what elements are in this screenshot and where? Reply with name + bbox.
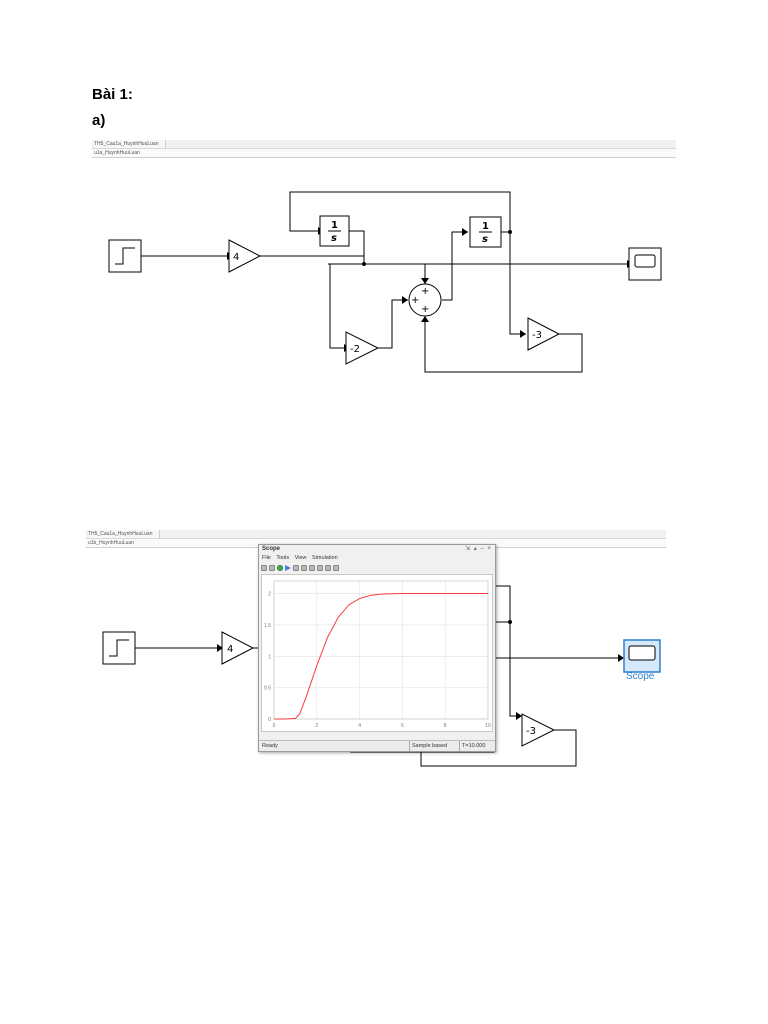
- step-icon[interactable]: [108, 239, 142, 273]
- integrator-denominator: s: [331, 233, 337, 244]
- scope-status-bar: Ready Sample based T=10.000: [259, 740, 495, 751]
- gain-label: -3: [526, 726, 536, 737]
- gain-block-minus-3[interactable]: -3: [521, 713, 556, 747]
- x-tick-label: 6: [401, 723, 404, 729]
- x-tick-label: 8: [444, 723, 447, 729]
- scope-icon[interactable]: [628, 247, 662, 281]
- menu-view[interactable]: View: [294, 555, 307, 561]
- scope-window[interactable]: Scope ⇲ ▴ ‒ × File Tools View Simulation…: [258, 544, 496, 752]
- status-mode: Sample based: [409, 741, 447, 751]
- model-tab[interactable]: TH5_Cau1a_HuynhHuuLuan: [88, 530, 160, 538]
- breadcrumb: u1a_HuynhHuuLuan: [92, 149, 676, 158]
- subsection-heading: a): [92, 112, 106, 129]
- autoscale-icon[interactable]: [317, 564, 323, 571]
- edit-icon[interactable]: [333, 564, 339, 571]
- menu-tools[interactable]: Tools: [276, 555, 290, 561]
- sum-sign-left: +: [411, 295, 419, 306]
- integrator-block-1[interactable]: 1 s: [319, 215, 350, 247]
- integrator-numerator: 1: [331, 220, 338, 231]
- gain-block-4[interactable]: 4: [221, 631, 255, 665]
- breadcrumb-label[interactable]: u1b_HuynhHuuLuan: [88, 540, 134, 546]
- x-tick-label: 4: [358, 723, 361, 729]
- breadcrumb-label[interactable]: u1a_HuynhHuuLuan: [94, 150, 140, 156]
- status-time: T=10.000: [459, 741, 485, 751]
- sum-sign-top: +: [421, 286, 429, 297]
- window-controls[interactable]: ⇲ ▴ ‒ ×: [465, 546, 492, 552]
- settings-icon[interactable]: [261, 564, 267, 571]
- plot-frame: [273, 580, 489, 720]
- cursor-icon[interactable]: [325, 564, 331, 571]
- scope-chart: 0 2 4 6 8 10 0 0.5 1 1.5 2: [264, 580, 491, 729]
- block-diagram: 4 -3: [102, 585, 661, 767]
- scope-block-label: Scope: [626, 671, 655, 682]
- status-ready: Ready: [262, 743, 278, 749]
- gain-block-minus-3[interactable]: -3: [527, 317, 561, 351]
- section-heading: Bài 1:: [92, 86, 133, 103]
- block-diagram: 4 1 s 1 s + + + -2 -3: [108, 191, 662, 373]
- gain-label: 4: [227, 644, 233, 655]
- sum-sign-bottom: +: [421, 304, 429, 315]
- x-tick-label: 10: [485, 723, 491, 729]
- menu-file[interactable]: File: [262, 555, 271, 561]
- gain-label: -2: [350, 344, 360, 355]
- model-tab[interactable]: TH5_Cau1a_HuynhHuuLuan: [94, 140, 166, 148]
- model-tab-bar: TH5_Cau1a_HuynhHuuLuan: [92, 140, 676, 149]
- scope-plot-area: 0 2 4 6 8 10 0 0.5 1 1.5 2: [261, 574, 493, 732]
- gain-block-minus-2[interactable]: -2: [345, 331, 380, 365]
- x-tick-label: 0: [273, 723, 276, 729]
- play-icon[interactable]: [285, 564, 291, 571]
- y-tick-label: 2: [268, 592, 271, 598]
- gain-block-4[interactable]: 4: [228, 239, 262, 273]
- gain-label: -3: [532, 330, 542, 341]
- scope-toolbar: [261, 563, 493, 572]
- series-line: [274, 593, 488, 720]
- integrator-denominator: s: [482, 234, 488, 245]
- highlight-icon[interactable]: [301, 564, 307, 571]
- integrator-numerator: 1: [482, 221, 489, 232]
- stop-icon[interactable]: [293, 564, 299, 571]
- model-tab-bar: TH5_Cau1a_HuynhHuuLuan: [86, 530, 666, 539]
- x-tick-label: 2: [315, 723, 318, 729]
- step-back-icon[interactable]: [269, 564, 275, 571]
- simulink-model-screenshot-2: TH5_Cau1a_HuynhHuuLuan u1b_HuynhHuuLuan …: [86, 530, 666, 780]
- y-tick-label: 0: [268, 717, 271, 723]
- menu-simulation[interactable]: Simulation: [312, 555, 338, 561]
- run-icon[interactable]: [277, 564, 283, 571]
- scope-window-title: Scope: [262, 546, 281, 552]
- gain-label: 4: [233, 252, 239, 263]
- y-tick-label: 0.5: [264, 686, 271, 692]
- scope-menu-bar: File Tools View Simulation: [262, 555, 342, 561]
- y-tick-label: 1.5: [264, 623, 271, 629]
- zoom-icon[interactable]: [309, 564, 315, 571]
- scope-icon[interactable]: [623, 639, 661, 673]
- sum-block[interactable]: + + +: [408, 283, 442, 317]
- simulink-model-screenshot-1: TH5_Cau1a_HuynhHuuLuan u1a_HuynhHuuLuan: [92, 140, 676, 402]
- step-icon[interactable]: [102, 631, 136, 665]
- y-tick-label: 1: [268, 654, 271, 660]
- integrator-block-2[interactable]: 1 s: [469, 216, 502, 248]
